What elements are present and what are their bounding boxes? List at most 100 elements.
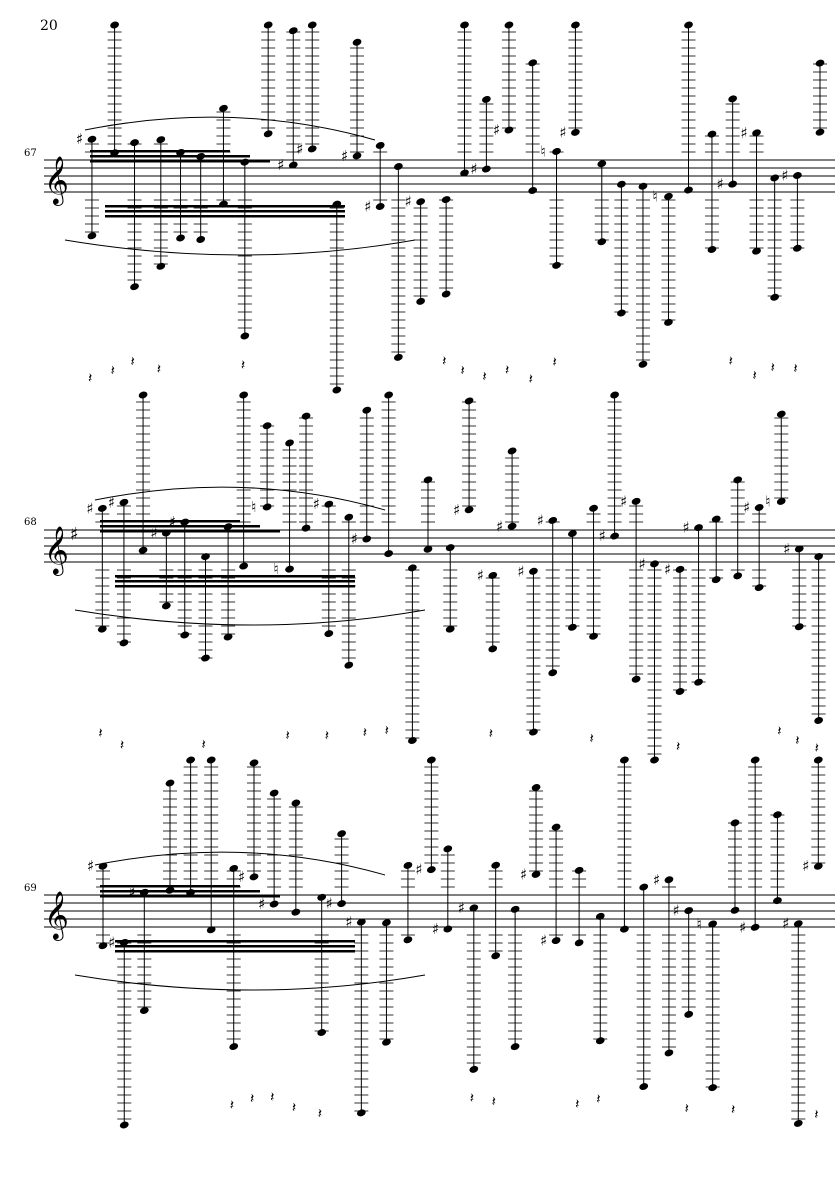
treble-clef-icon: 𝄞	[44, 890, 69, 941]
note-cluster: ♯𝄽♯𝄽♯♯𝄽♮♮𝄽♯𝄽♯𝄽𝄽♯♯𝄽♯♯♯𝄽♯♯♯♯𝄽♯♯♮𝄽♯𝄽𝄽	[74, 391, 826, 764]
staff-lines	[44, 894, 835, 928]
treble-clef-icon: 𝄞	[44, 155, 69, 206]
svg-text:♯: ♯	[739, 918, 746, 936]
svg-text:♮: ♮	[274, 560, 279, 578]
svg-text:♯: ♯	[620, 492, 627, 510]
svg-text:𝄽: 𝄽	[270, 1089, 274, 1105]
svg-text:𝄽: 𝄽	[729, 353, 733, 369]
svg-text:𝄽: 𝄽	[676, 739, 680, 755]
svg-text:♯: ♯	[169, 513, 176, 531]
svg-text:𝄽: 𝄽	[460, 363, 464, 379]
svg-text:𝄽: 𝄽	[771, 360, 775, 376]
measure-number-67: 67	[24, 148, 37, 159]
svg-text:𝄽: 𝄽	[385, 723, 389, 739]
svg-text:𝄽: 𝄽	[492, 1094, 496, 1110]
note-cluster: ♯𝄽𝄽𝄽𝄽𝄽♯♯♯♯♯𝄽𝄽♯𝄽♯𝄽𝄽♮𝄽♯♮♯𝄽♯𝄽𝄽♯𝄽	[64, 21, 828, 394]
svg-text:♯: ♯	[639, 555, 646, 573]
svg-text:♯: ♯	[432, 920, 439, 938]
svg-text:♯: ♯	[599, 527, 606, 545]
system-3: 69 𝄞 ♯♯♯𝄽♯𝄽♯𝄽𝄽𝄽♯♯♯♯♯𝄽𝄽♯♯𝄽𝄽♯♯𝄽♮𝄽♯♯♯𝄽	[24, 756, 835, 1129]
svg-text:♮: ♮	[541, 142, 546, 160]
svg-text:♮: ♮	[765, 492, 770, 510]
svg-text:♯: ♯	[341, 147, 348, 165]
svg-text:♯: ♯	[76, 130, 83, 148]
svg-text:𝄽: 𝄽	[575, 1096, 579, 1112]
svg-text:♯: ♯	[108, 933, 115, 951]
svg-text:𝄽: 𝄽	[98, 726, 102, 742]
staff-lines	[44, 159, 835, 193]
svg-text:𝄽: 𝄽	[111, 363, 115, 379]
svg-text:𝄽: 𝄽	[815, 741, 819, 757]
svg-text:𝄽: 𝄽	[553, 354, 557, 370]
svg-text:♯: ♯	[351, 530, 358, 548]
measure-number-68: 68	[24, 517, 37, 528]
svg-text:𝄽: 𝄽	[814, 1107, 818, 1123]
svg-text:𝄽: 𝄽	[131, 354, 135, 370]
svg-text:𝄽: 𝄽	[482, 369, 486, 385]
svg-text:♯: ♯	[313, 495, 320, 513]
svg-text:♯: ♯	[520, 865, 527, 883]
svg-text:𝄽: 𝄽	[363, 725, 367, 741]
svg-text:♯: ♯	[496, 517, 503, 535]
svg-text:𝄽: 𝄽	[292, 1100, 296, 1116]
measure-number-69: 69	[24, 883, 37, 894]
svg-text:♯: ♯	[258, 895, 265, 913]
svg-text:𝄽: 𝄽	[318, 1106, 322, 1122]
svg-text:♯: ♯	[802, 857, 809, 875]
svg-text:𝄽: 𝄽	[731, 1102, 735, 1118]
svg-text:♯: ♯	[781, 166, 788, 184]
svg-text:♯: ♯	[238, 868, 245, 886]
svg-text:𝄽: 𝄽	[777, 723, 781, 739]
svg-text:♮: ♮	[251, 498, 256, 516]
svg-text:𝄽: 𝄽	[442, 354, 446, 370]
staff-lines	[44, 529, 835, 563]
svg-text:𝄽: 𝄽	[753, 368, 757, 384]
svg-text:𝄽: 𝄽	[529, 372, 533, 388]
svg-text:♯: ♯	[364, 198, 371, 216]
svg-text:𝄽: 𝄽	[795, 733, 799, 749]
svg-text:♮: ♮	[652, 187, 657, 205]
svg-text:𝄽: 𝄽	[793, 361, 797, 377]
svg-text:♯: ♯	[453, 501, 460, 519]
svg-text:𝄽: 𝄽	[505, 363, 509, 379]
key-signature-sharp-icon: ♯	[70, 524, 79, 545]
svg-text:𝄽: 𝄽	[590, 731, 594, 747]
note-cluster: ♯♯♯𝄽♯𝄽♯𝄽𝄽𝄽♯♯♯♯♯𝄽𝄽♯♯𝄽𝄽♯♯𝄽♮𝄽♯♯♯𝄽	[74, 756, 826, 1129]
svg-text:♯: ♯	[743, 499, 750, 517]
svg-text:♯: ♯	[517, 562, 524, 580]
system-2: 68 𝄞 ♯ ♯𝄽♯𝄽♯♯𝄽♮♮𝄽♯𝄽♯𝄽𝄽♯♯𝄽♯♯♯𝄽♯♯♯♯𝄽♯♯♮𝄽♯𝄽…	[24, 391, 835, 764]
svg-text:♯: ♯	[326, 895, 333, 913]
svg-text:♯: ♯	[664, 560, 671, 578]
svg-text:𝄽: 𝄽	[286, 728, 290, 744]
svg-text:♯: ♯	[458, 899, 465, 917]
svg-text:♯: ♯	[477, 566, 484, 584]
treble-clef-icon: 𝄞	[44, 525, 69, 576]
svg-text:♯: ♯	[470, 160, 477, 178]
svg-text:♯: ♯	[783, 540, 790, 558]
svg-text:𝄽: 𝄽	[230, 1097, 234, 1113]
svg-text:♯: ♯	[345, 913, 352, 931]
svg-text:♯: ♯	[150, 524, 157, 542]
svg-text:♯: ♯	[86, 499, 93, 517]
svg-text:♯: ♯	[128, 883, 135, 901]
svg-text:𝄽: 𝄽	[250, 1091, 254, 1107]
svg-text:♯: ♯	[717, 175, 724, 193]
svg-text:♯: ♯	[540, 932, 547, 950]
svg-text:♯: ♯	[87, 857, 94, 875]
svg-text:𝄽: 𝄽	[596, 1092, 600, 1108]
svg-text:𝄽: 𝄽	[88, 371, 92, 387]
svg-text:♯: ♯	[415, 861, 422, 879]
svg-text:♯: ♯	[683, 519, 690, 537]
svg-text:𝄽: 𝄽	[470, 1091, 474, 1107]
svg-text:𝄽: 𝄽	[241, 357, 245, 373]
svg-text:𝄽: 𝄽	[157, 361, 161, 377]
svg-text:𝄽: 𝄽	[201, 737, 205, 753]
svg-text:♯: ♯	[741, 124, 748, 142]
page-number: 20	[40, 18, 58, 34]
svg-text:♯: ♯	[673, 902, 680, 920]
svg-text:𝄽: 𝄽	[325, 728, 329, 744]
svg-text:♯: ♯	[537, 511, 544, 529]
svg-text:♯: ♯	[559, 123, 566, 141]
svg-text:♯: ♯	[782, 915, 789, 933]
